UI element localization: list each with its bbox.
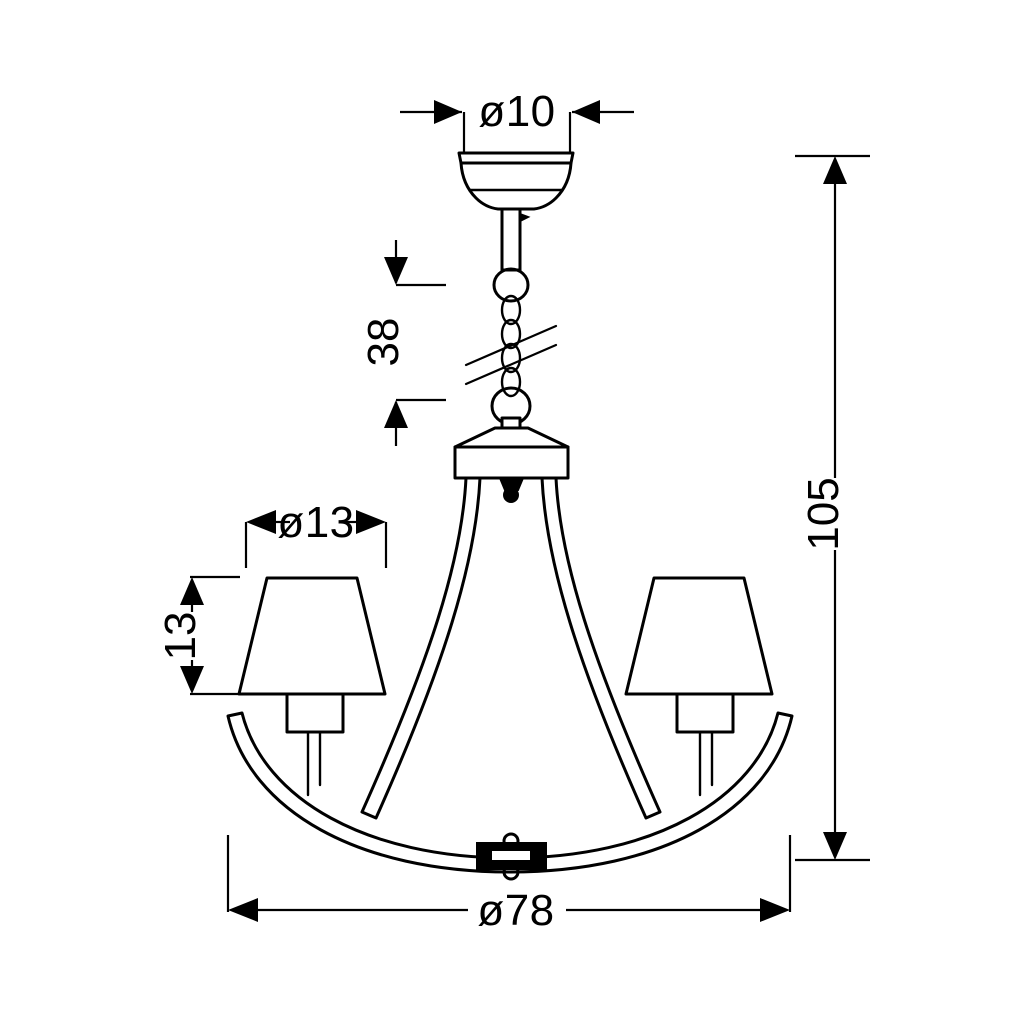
arrowhead-bottom-outward [823,832,847,860]
center-hub-body [453,416,570,480]
hub-bevel-top [453,426,570,449]
dimension-shade-height: 13 [156,575,240,696]
stem-rod-body [500,207,522,272]
ceiling-canopy [457,151,575,211]
stem-set-screw [519,212,531,223]
suspension-chain [490,267,532,426]
chain-link-2 [500,294,522,326]
dimension-chain-length: 38 [359,240,446,446]
dimension-label-shade-diameter: ø13 [277,498,354,547]
arrowhead-left-outward [228,898,258,922]
lamp-left [237,576,387,797]
arrowhead-top-outward [823,156,847,184]
arrowhead-top-outward [180,577,204,605]
arrowhead-right-outward [356,510,386,534]
chain-link-5 [500,366,522,398]
hub-cylinder [453,445,570,480]
lamp-shade-left [237,576,387,696]
dimension-label-total-height: 105 [799,477,848,550]
break-line-upper [464,324,558,367]
lamp-socket-left [285,692,345,734]
arrowhead-top-outward [384,257,408,285]
clamp-slot [492,851,530,860]
dimension-label-canopy-diameter: ø10 [478,87,555,136]
arrowhead-right-inward [572,100,600,124]
arrowhead-left-inward [434,100,462,124]
dimension-shade-diameter: ø13 [244,498,388,568]
canopy-bell-body [459,161,573,211]
hub-finial [498,477,525,503]
finial-ball [503,487,519,503]
dimension-label-shade-height: 13 [156,612,205,661]
break-line-lower [464,343,558,386]
arm-inner-right [540,476,662,820]
dimension-total-height: 105 [795,154,870,862]
finial-cap [498,477,525,491]
arrowhead-left-outward [246,510,276,534]
curved-arms [226,476,794,874]
arm-outer-sweep [226,711,794,874]
arrowhead-bottom-outward [180,666,204,694]
arrowhead-right-outward [760,898,790,922]
dimension-canopy-diameter: ø10 [400,87,634,158]
lamp-shade-right [624,576,774,696]
chain-link-4 [500,342,522,374]
chain-break-symbol [464,324,558,386]
lamp-socket-right [675,692,735,734]
arrowhead-bottom-outward [384,400,408,428]
bottom-center-clamp [476,832,547,881]
dimension-overall-width: ø78 [226,835,792,935]
chain-link-1 [492,267,530,303]
chain-link-3 [500,318,522,350]
lamp-right [624,576,774,797]
dimension-label-overall-width: ø78 [477,886,554,935]
canopy-stem-rod [500,207,531,272]
dimension-label-chain-length: 38 [359,318,408,367]
arm-inner-left [360,476,482,820]
